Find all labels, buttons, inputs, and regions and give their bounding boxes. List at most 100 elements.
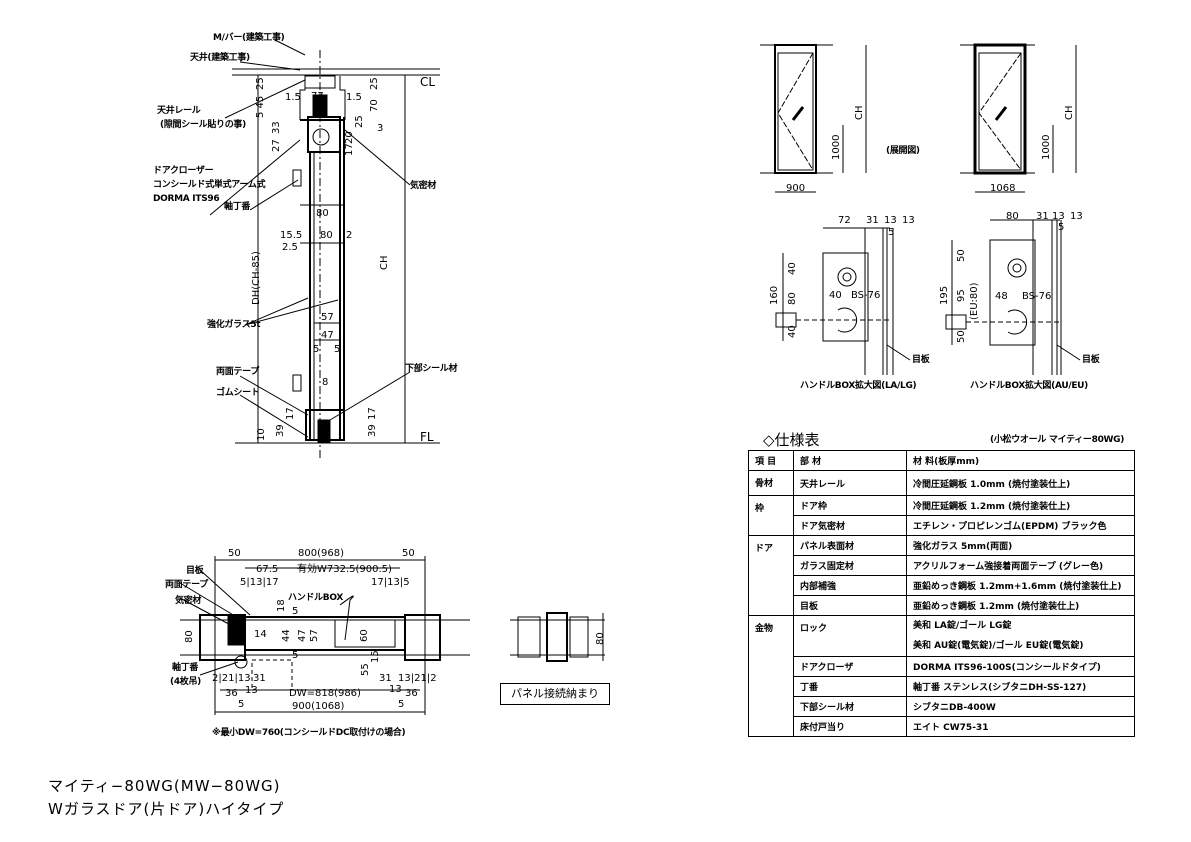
plate-label: 目板 [186, 566, 204, 576]
ch-label: CH [379, 255, 390, 270]
dim: 36 [225, 688, 238, 699]
handle-height-label: 1000 [831, 134, 842, 160]
closer-model: DORMA ITS96 [153, 194, 220, 204]
drawing-title: マイティ−80WG(MW−80WG) [48, 777, 281, 795]
part-cell: パネル表面材 [793, 535, 907, 556]
dim: 31 [253, 673, 266, 684]
part-cell: ガラス固定材 [793, 555, 907, 576]
table-row: 下部シール材 シブタニDB-400W [749, 696, 1135, 717]
dim: 160 [769, 285, 780, 305]
dim: 27 [271, 139, 282, 152]
dim: 60 [359, 629, 370, 642]
part-cell: ドアクローザ [793, 656, 907, 677]
rail-note: (隙間シール貼りの事) [160, 120, 246, 130]
material-line: 美和 LA錠/ゴール LG錠 [913, 621, 1012, 631]
dim: 5 [334, 344, 341, 355]
elevation-drawing [760, 43, 1077, 193]
ch-label: CH [1064, 105, 1075, 120]
material-cell: アクリルフォーム強接着両面テープ (グレー色) [906, 555, 1135, 576]
material-cell: 冷間圧延鋼板 1.0mm (焼付塗装仕上) [906, 470, 1135, 496]
handle-height-label: 1000 [1041, 134, 1052, 160]
closer-label: ドアクローザー [153, 166, 214, 176]
dim: 47 [297, 629, 308, 642]
dim: 67.5 [256, 564, 279, 575]
dim: 2.5 [282, 242, 298, 253]
part-cell: ロック [793, 615, 907, 657]
part-cell: 丁番 [793, 676, 907, 697]
table-row: ドア パネル表面材 強化ガラス 5mm(両面) [748, 535, 1135, 616]
dim: 13 [902, 215, 915, 226]
dim: 2 [346, 230, 353, 241]
spec-table: 項 目 部 材 材 料(板厚mm) 骨材 天井レール 冷間圧延鋼板 1.0mm … [748, 450, 1135, 737]
hinge-label: 軸丁番 [172, 663, 199, 673]
dim: 15 [370, 650, 381, 663]
width-label: 900 [786, 183, 806, 194]
handle-box-label: ハンドルBOX [288, 593, 344, 603]
seal-label: 気密材 [410, 181, 437, 191]
dim: 50 [956, 330, 967, 343]
dim: 50 [402, 548, 415, 559]
dim: 40 [829, 290, 842, 301]
dim: 44 [281, 629, 292, 642]
table-row: ドアクローザ DORMA ITS96-100S(コンシールドタイプ) [749, 656, 1135, 677]
tape-label: 両面テープ [165, 580, 208, 590]
dim: 40 [787, 325, 798, 338]
category-cell: ドア [748, 535, 794, 616]
dim: 20 [344, 131, 355, 144]
dim: 900(1068) [292, 701, 345, 712]
table-row: 床付戸当り エイト CW75-31 [749, 716, 1135, 737]
dim: 195 [939, 285, 950, 305]
material-cell: DORMA ITS96-100S(コンシールドタイプ) [906, 656, 1135, 677]
table-row: 内部補強 亜鉛めっき鋼板 1.2mm+1.6mm (焼付塗装仕上) [749, 575, 1135, 596]
glass-label: 強化ガラス5t [207, 320, 261, 330]
dim: 55 [360, 663, 371, 676]
dim: 14 [254, 629, 267, 640]
dim: 39 [367, 424, 378, 437]
dim: 47 [321, 330, 334, 341]
dim: 80 [316, 208, 329, 219]
material-cell: 軸丁番 ステンレス(シブタニDH-SS-127) [906, 676, 1135, 697]
table-row: 骨材 天井レール 冷間圧延鋼板 1.0mm (焼付塗装仕上) [748, 470, 1135, 496]
dim: 10 [256, 428, 267, 441]
table-row: 丁番 軸丁番 ステンレス(シブタニDH-SS-127) [749, 676, 1135, 697]
min-dw-note: ※最小DW=760(コンシールドDC取付けの場合) [212, 728, 406, 738]
dim: 57 [309, 629, 320, 642]
elevation-caption: (展開図) [886, 146, 920, 156]
backset-label: BS-76 [851, 290, 881, 301]
column-header: 部 材 [793, 450, 907, 471]
mbar-label: M/バー(建築工事) [213, 33, 285, 43]
handle-box-drawing [775, 219, 1081, 375]
dim: 33 [271, 121, 282, 134]
dim: 5 [1058, 222, 1065, 233]
dim: 25 [369, 77, 380, 90]
dim: 95 [956, 289, 967, 302]
dim: 25 [255, 77, 266, 90]
dim: 31 [379, 673, 392, 684]
dim: 5 [292, 650, 299, 661]
dim: 1.5 [285, 92, 301, 103]
cl-label: CL [420, 75, 436, 89]
table-header-row: 項 目 部 材 材 料(板厚mm) [748, 450, 1135, 471]
dwidth-label: DW=818(986) [289, 688, 361, 699]
bottom-seal-label: 下部シール材 [405, 364, 458, 374]
dim: 72 [838, 215, 851, 226]
material-cell: 亜鉛めっき鋼板 1.2mm+1.6mm (焼付塗装仕上) [906, 575, 1135, 596]
part-cell: 内部補強 [793, 575, 907, 596]
rail-label: 天井レール [157, 106, 201, 116]
seal-label: 気密材 [175, 596, 202, 606]
dim: 25 [354, 115, 365, 128]
ceiling-label: 天井(建築工事) [190, 53, 250, 63]
dim: 48 [995, 291, 1008, 302]
width-label: 1068 [990, 183, 1016, 194]
dim: 31 [1036, 211, 1049, 222]
dim: 5 45 [255, 95, 266, 118]
dim: 5 [313, 344, 320, 355]
dim: 40 [787, 262, 798, 275]
dim: 50 [956, 249, 967, 262]
dh-label: DH(CH-85) [251, 251, 262, 305]
closer-type: コンシールド式単式アーム式 [153, 180, 266, 190]
dim: 13 [1070, 211, 1083, 222]
part-cell: ドア枠 [793, 495, 907, 516]
ch-label: CH [854, 105, 865, 120]
